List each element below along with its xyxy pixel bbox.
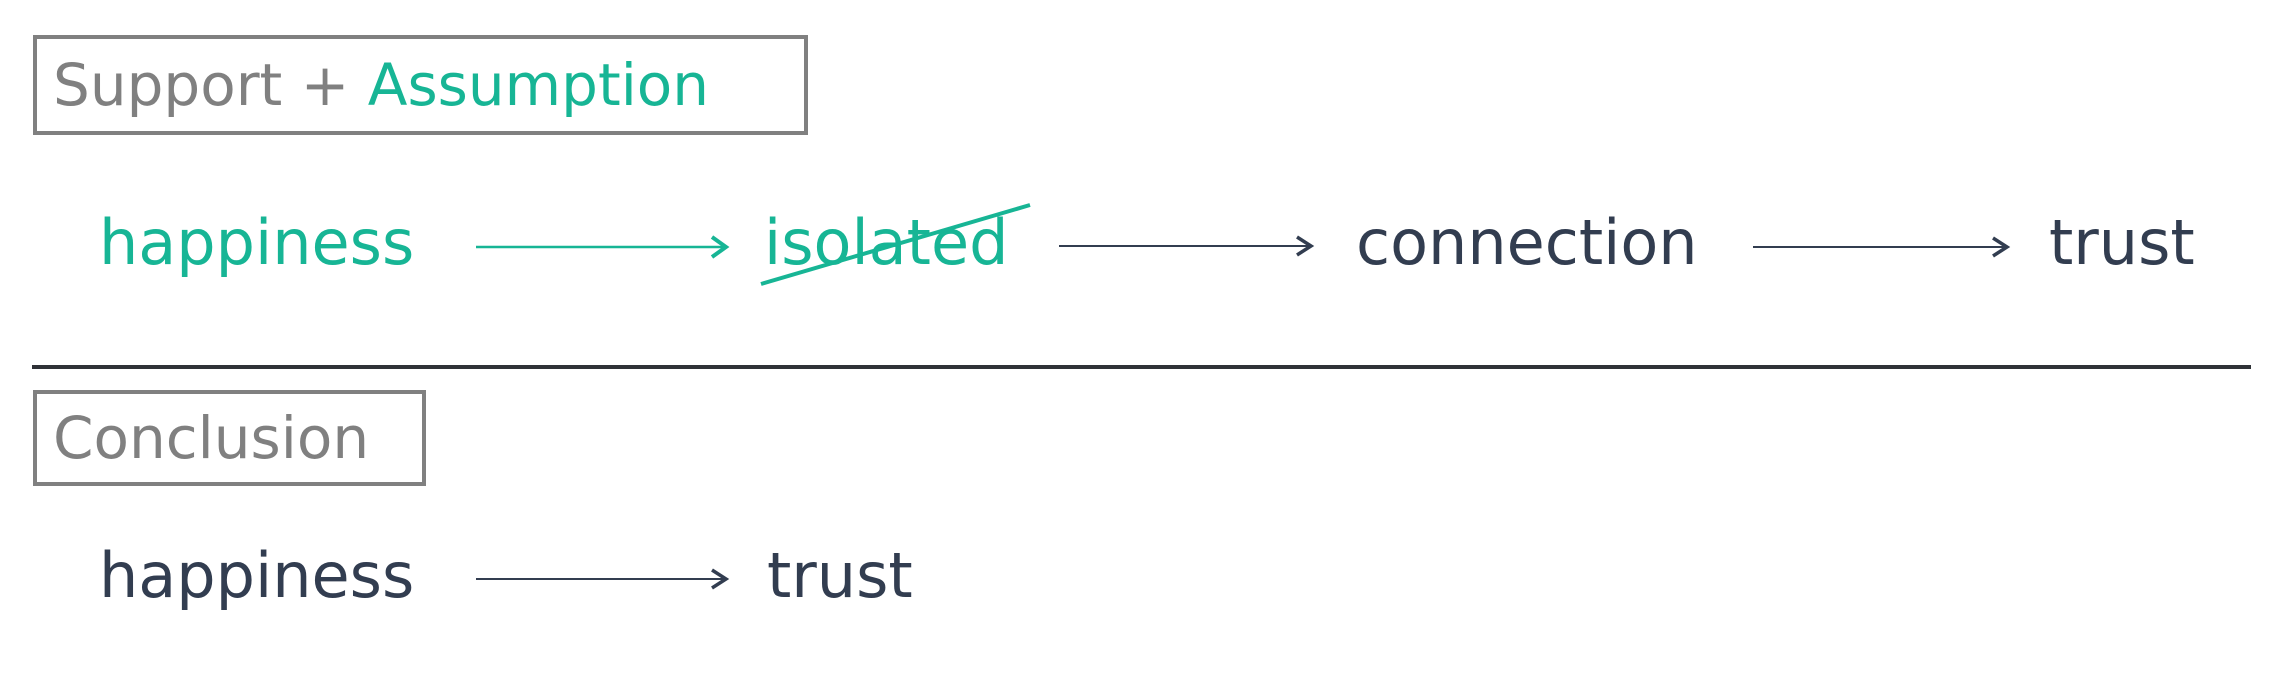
support-label: Support +: [53, 51, 350, 119]
conclusion-chain-happiness: happiness: [99, 539, 415, 612]
support-assumption-label-box: Support + Assumption: [33, 35, 808, 135]
arrow-happiness-trust: [476, 568, 730, 590]
section-divider: [32, 365, 2251, 369]
arrow-isolated-connection: [1059, 235, 1315, 257]
conclusion-label: Conclusion: [53, 404, 370, 472]
arrow-connection-trust: [1753, 236, 2011, 258]
conclusion-label-box: Conclusion: [33, 390, 426, 486]
support-chain-happiness: happiness: [99, 206, 415, 279]
support-chain-trust: trust: [2049, 206, 2195, 279]
assumption-label: Assumption: [367, 51, 710, 119]
strikeout-line: [760, 203, 1031, 286]
conclusion-chain-trust: trust: [767, 539, 913, 612]
arrow-happiness-isolated: [476, 235, 730, 259]
support-chain-connection: connection: [1356, 206, 1698, 279]
